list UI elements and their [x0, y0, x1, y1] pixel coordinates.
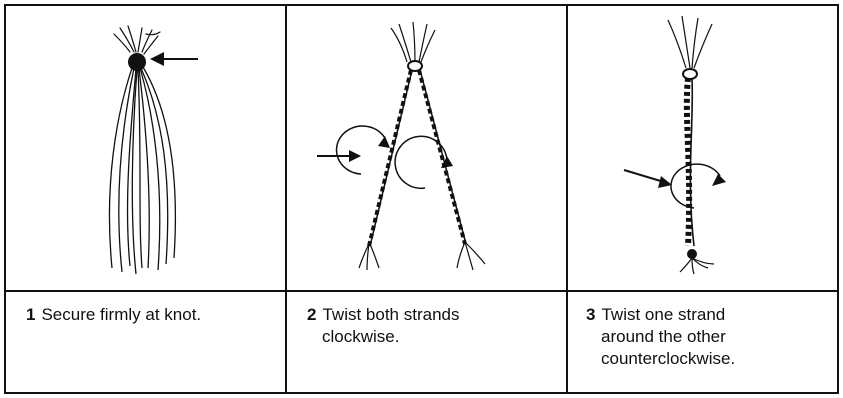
- step-number: 2: [307, 305, 317, 324]
- panel-1-illustration: [6, 6, 285, 290]
- clockwise-arrow-2: [394, 135, 448, 190]
- knotted-strands-illustration: [108, 25, 198, 275]
- instruction-diagram: 1 Secure firmly at knot. 2 Twist both stra…: [4, 4, 839, 394]
- arrow-icon: [150, 52, 164, 66]
- knot: [128, 53, 146, 71]
- caption-divider: [6, 290, 837, 292]
- caption-text: Twist both strands: [322, 305, 460, 324]
- caption-text: clockwise.: [322, 327, 400, 346]
- arrow-icon: [658, 176, 672, 188]
- step-number: 3: [586, 305, 596, 324]
- arrow-icon: [349, 150, 361, 162]
- panel-3-illustration: [568, 6, 839, 290]
- panel-2-illustration: [287, 6, 566, 290]
- caption-2: 2 Twist both strands clockwise.: [307, 304, 557, 348]
- caption-text: around the other: [601, 327, 726, 346]
- divider-1: [285, 6, 287, 392]
- caption-3: 3 Twist one strand around the other count…: [586, 304, 836, 370]
- step-number: 1: [26, 305, 36, 324]
- twisted-strands-illustration: [317, 21, 486, 271]
- caption-1: 1 Secure firmly at knot.: [26, 304, 276, 326]
- clockwise-arrow-1: [335, 125, 386, 175]
- caption-text: Twist one strand: [601, 305, 726, 324]
- counterclockwise-arrow: [670, 163, 721, 209]
- divider-2: [566, 6, 568, 392]
- rope-illustration: [623, 15, 726, 275]
- caption-text: Secure firmly at knot.: [41, 305, 202, 324]
- caption-text: counterclockwise.: [601, 349, 736, 368]
